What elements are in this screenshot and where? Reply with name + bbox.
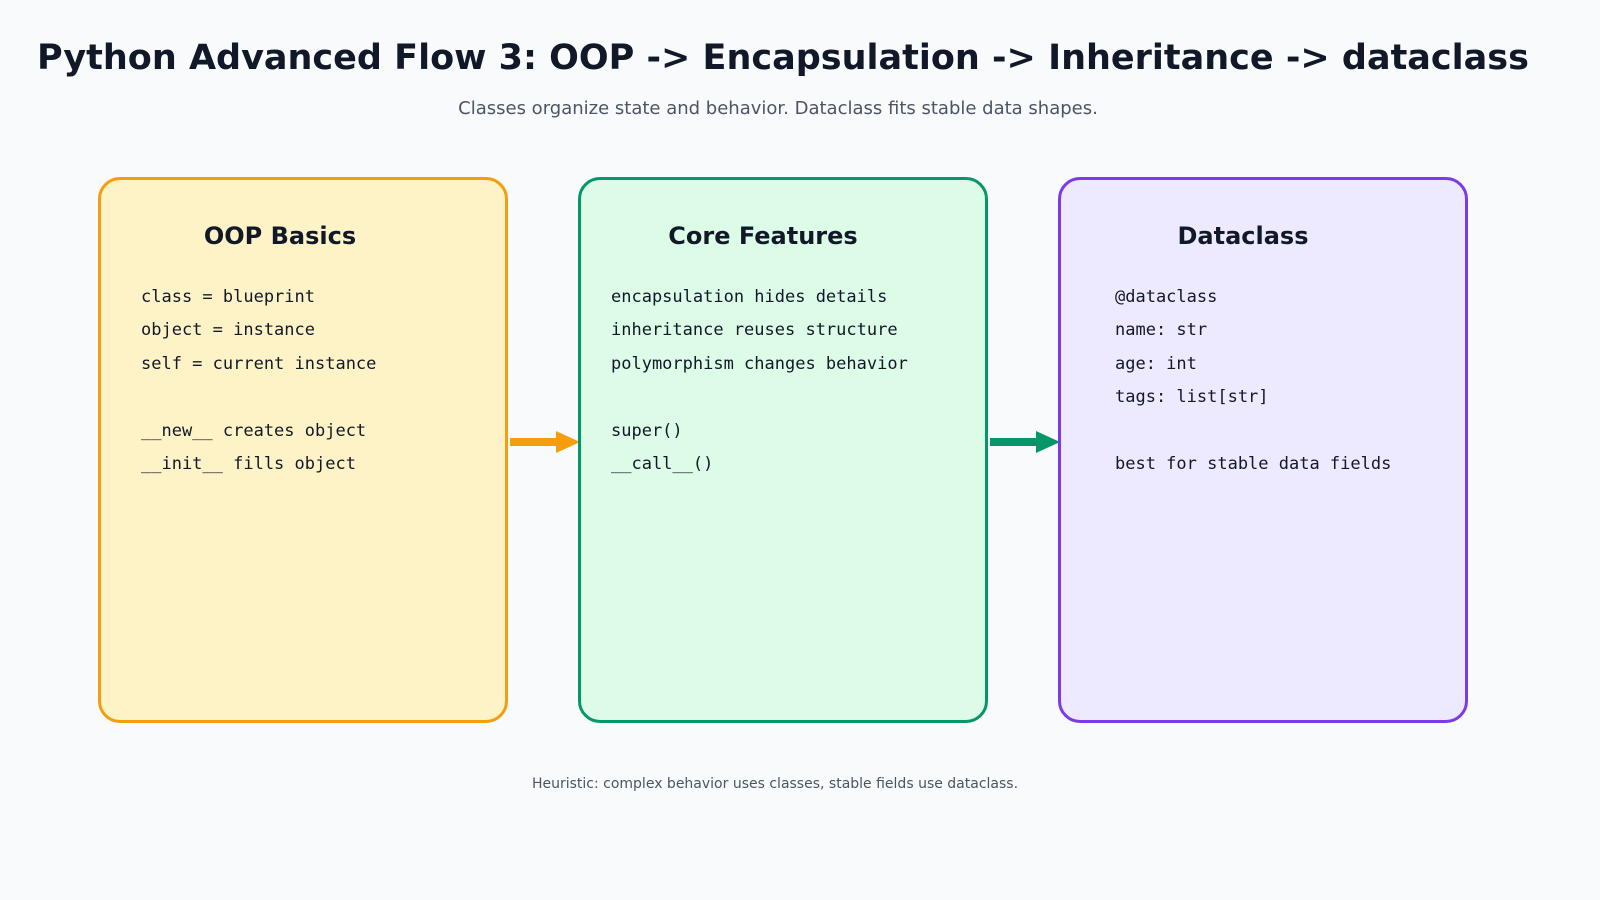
- card-line: class = blueprint: [141, 287, 315, 307]
- card-line: object = instance: [141, 320, 315, 341]
- card-line: inheritance reuses structure: [611, 320, 898, 341]
- card-line: encapsulation hides details: [611, 287, 888, 307]
- page-title: Python Advanced Flow 3: OOP -> Encapsula…: [37, 38, 1529, 78]
- card-title: OOP Basics: [203, 222, 357, 250]
- arrow-oop-to-core-icon: [510, 431, 580, 453]
- card-title: Core Features: [668, 222, 858, 250]
- card-line: self = current instance: [141, 353, 377, 374]
- card-line: __init__ fills object: [141, 453, 356, 474]
- card-line: super(): [611, 420, 683, 441]
- card-line: [611, 381, 908, 414]
- card-oop-basics: OOP Basics class = blueprint object = in…: [98, 177, 508, 723]
- arrow-core-to-dataclass-icon: [990, 431, 1060, 453]
- card-line: tags: list[str]: [1115, 387, 1269, 408]
- card-line: age: int: [1115, 353, 1197, 374]
- card-line: [141, 381, 376, 414]
- page-subtitle: Classes organize state and behavior. Dat…: [458, 98, 1098, 119]
- card-core-features: Core Features encapsulation hides detail…: [578, 177, 988, 723]
- card-line: name: str: [1115, 320, 1208, 341]
- card-line: __new__ creates object: [141, 420, 367, 441]
- card-line: [1115, 415, 1391, 448]
- footnote: Heuristic: complex behavior uses classes…: [531, 776, 1019, 792]
- card-lines: encapsulation hides details inheritance …: [611, 281, 908, 481]
- card-line: polymorphism changes behavior: [611, 353, 908, 374]
- card-line: __call__(): [611, 453, 714, 474]
- card-line: @dataclass: [1115, 287, 1218, 307]
- card-lines: class = blueprint object = instance self…: [141, 281, 376, 481]
- card-lines: @dataclass name: str age: int tags: list…: [1115, 281, 1391, 481]
- card-title: Dataclass: [1177, 222, 1309, 250]
- card-line: best for stable data fields: [1115, 453, 1392, 474]
- card-dataclass: Dataclass @dataclass name: str age: int …: [1058, 177, 1468, 723]
